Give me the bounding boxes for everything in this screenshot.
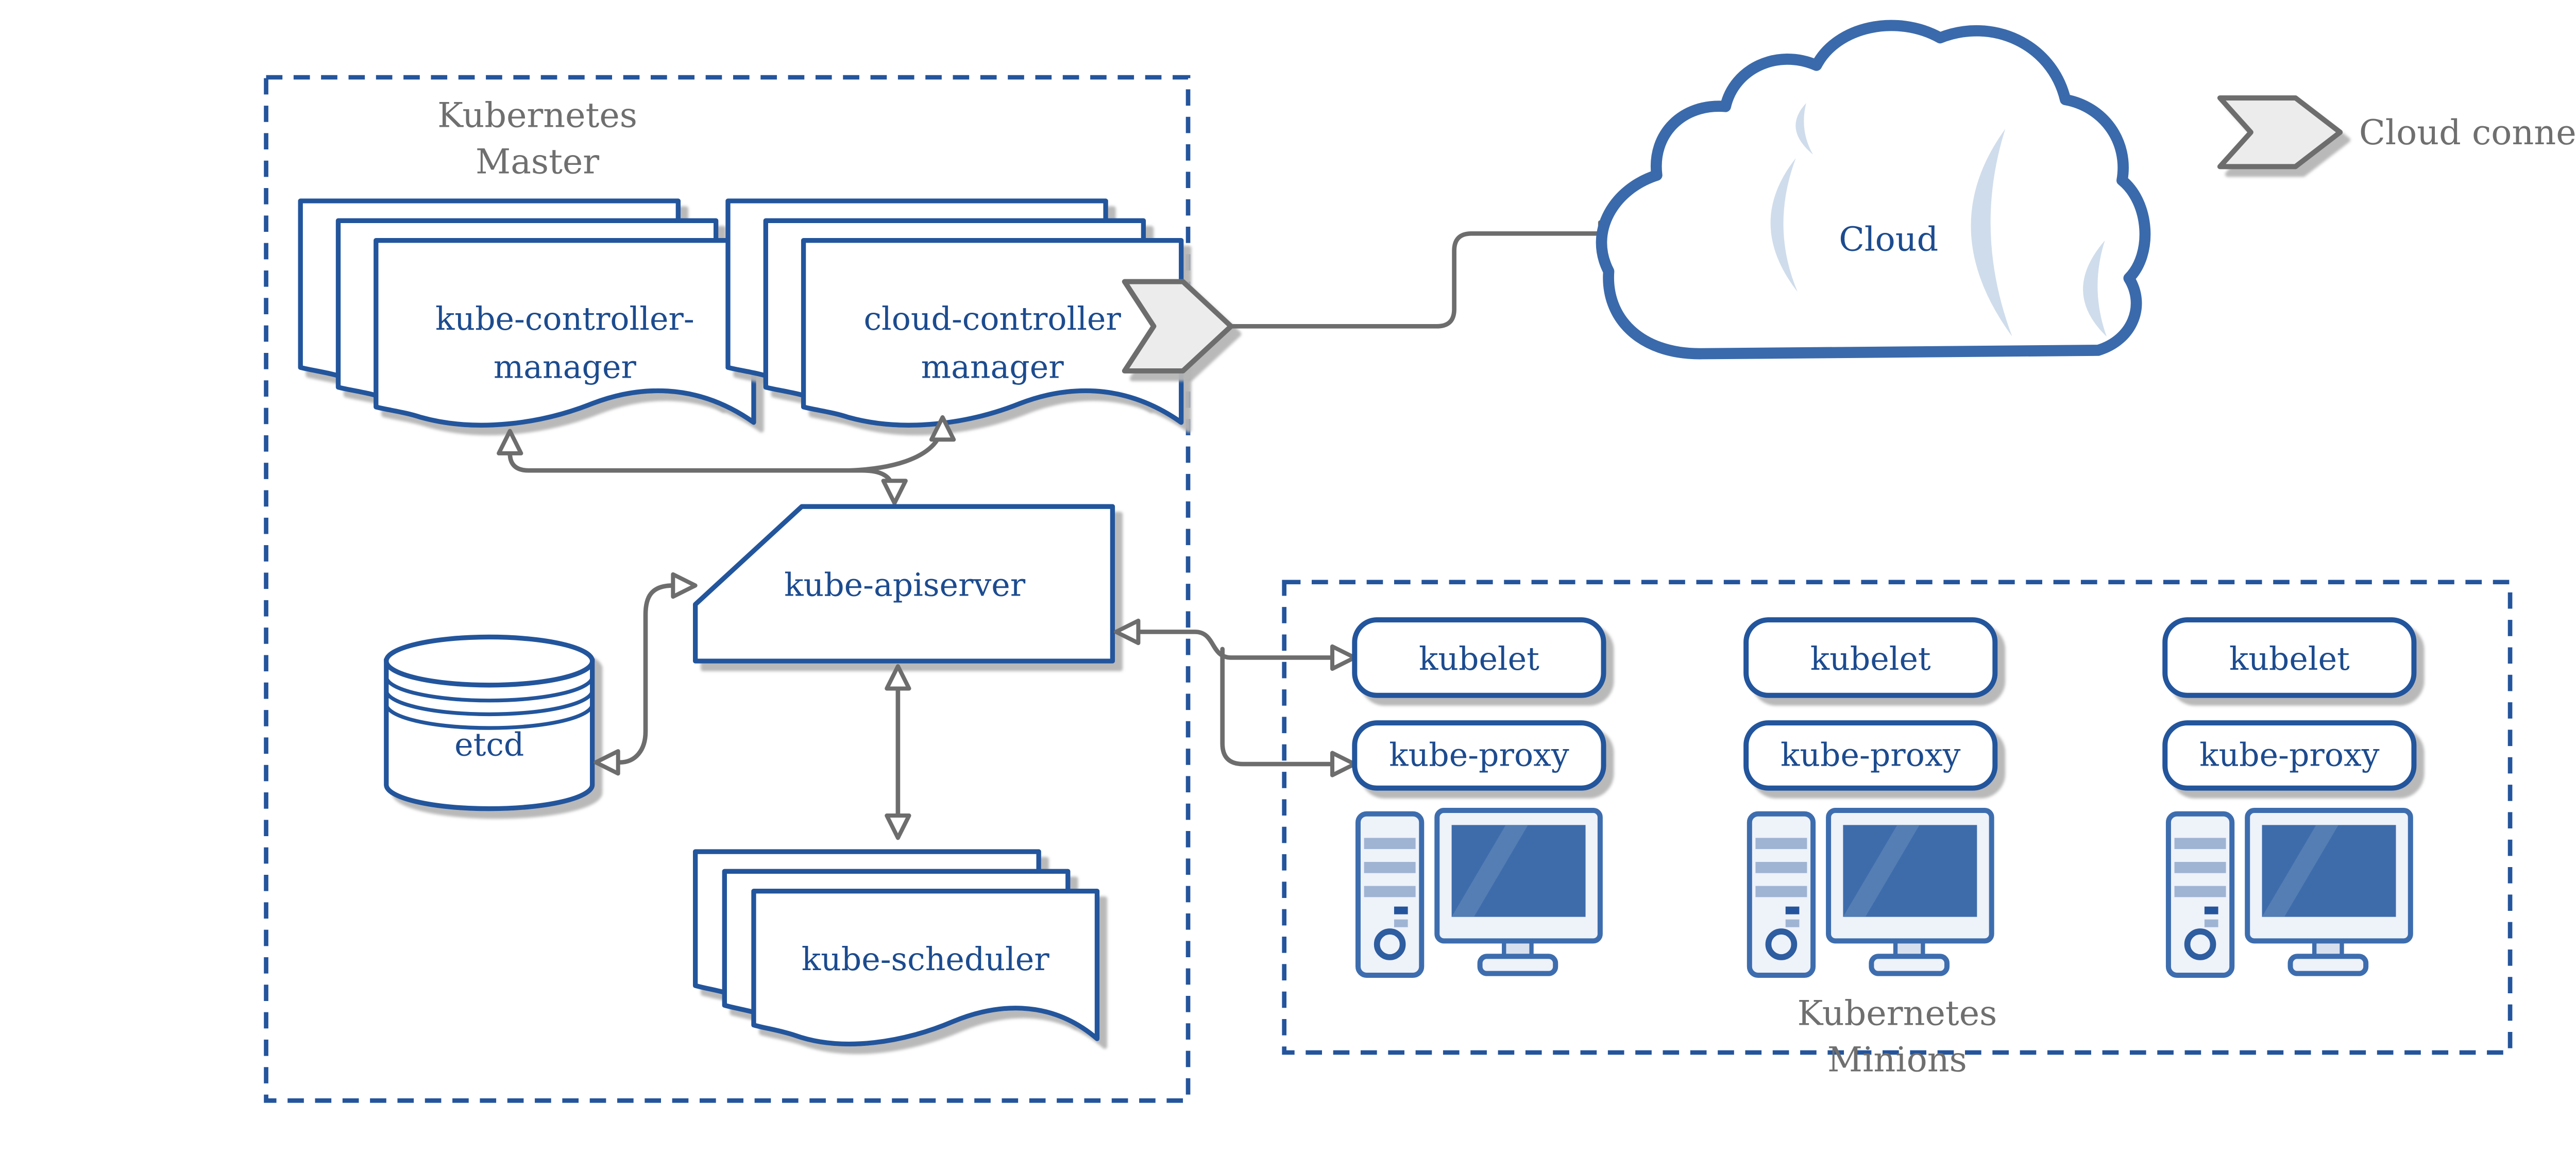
minion-node-2: kubelet kube-proxy — [1743, 617, 1998, 978]
minions-boundary-box — [1282, 580, 2513, 1055]
kubelet-box-2 — [1743, 617, 1998, 698]
kubelet-box-1 — [1352, 617, 1606, 698]
arrowhead-into-scheduler — [885, 813, 911, 840]
computer-icon-2 — [1747, 808, 1994, 978]
kubelet-box-3 — [2162, 617, 2417, 698]
cloud-shine-3 — [1971, 129, 2012, 337]
edge-apiserver-scheduler — [885, 664, 911, 840]
minions-title-line2: Minions — [1827, 1040, 1967, 1080]
arrowhead-into-apiserver-bottom — [885, 664, 911, 691]
legend: Cloud connector — [2217, 95, 2576, 169]
cloud-controller-manager-label-line1: cloud-controller — [863, 300, 1121, 337]
edge-controllers-to-apiserver — [497, 415, 956, 505]
kube-controller-manager-label-line1: kube-controller- — [435, 300, 694, 337]
kube-proxy-label-3: kube-proxy — [2199, 736, 2380, 773]
kube-proxy-box-3 — [2162, 720, 2417, 791]
computer-icon-1 — [1355, 808, 1603, 978]
arrowhead-into-kube-controller-manager — [497, 429, 523, 455]
minion-node-1: kubelet kube-proxy — [1352, 617, 1606, 978]
master-title-line1: Kubernetes — [437, 95, 637, 135]
edge-cloud-controller-to-cloud — [1230, 231, 1601, 329]
legend-cloud-connector-icon — [2217, 95, 2343, 169]
kube-proxy-box-2 — [1743, 720, 1998, 791]
cloud-shine-2 — [1770, 158, 1798, 292]
kube-proxy-label-2: kube-proxy — [1781, 736, 1961, 773]
arrowhead-into-apiserver-top — [881, 479, 908, 505]
kube-scheduler-node: kube-scheduler — [692, 849, 1100, 1047]
cloud-connector-icon — [1122, 279, 1234, 374]
edge-apiserver-to-minions — [1114, 618, 1357, 777]
arrowhead-into-kubelet-1 — [1330, 644, 1357, 671]
cloud-node: Cloud — [1596, 20, 2151, 360]
master-title-line2: Master — [476, 142, 599, 182]
cloud-label: Cloud — [1839, 221, 1938, 259]
edge-etcd-apiserver — [594, 572, 698, 776]
arrowhead-into-etcd — [594, 749, 620, 776]
etcd-node — [384, 634, 595, 811]
arrowhead-into-kube-proxy-1 — [1330, 751, 1357, 777]
kubelet-label-3: kubelet — [2229, 640, 2350, 677]
kube-controller-manager-node: kube-controller- manager — [298, 198, 756, 428]
computer-icon-3 — [2165, 808, 2413, 978]
cloud-controller-manager-label-line2: manager — [921, 348, 1064, 385]
legend-cloud-connector-label: Cloud connector — [2359, 112, 2576, 152]
cloud-shine-4 — [2083, 240, 2107, 337]
kubelet-label-2: kubelet — [1810, 640, 1931, 677]
kube-apiserver-node: kube-apiserver — [692, 504, 1115, 664]
master-boundary-box — [264, 75, 1191, 1103]
cloud-controller-manager-node: cloud-controller manager — [725, 198, 1184, 428]
kube-proxy-box-1 — [1352, 720, 1606, 791]
kube-apiserver-label: kube-apiserver — [784, 566, 1026, 603]
etcd-label: etcd — [454, 726, 524, 763]
arrowhead-into-apiserver-left — [671, 572, 698, 599]
arrowhead-into-cloud-controller-manager — [929, 415, 956, 442]
kube-proxy-label-1: kube-proxy — [1389, 736, 1569, 773]
minion-node-3: kubelet kube-proxy — [2162, 617, 2417, 978]
cloud-shine-1 — [1795, 103, 1814, 155]
minions-title-line1: Kubernetes — [1797, 993, 1997, 1033]
arrowhead-into-apiserver-right — [1114, 618, 1141, 646]
kube-controller-manager-label-line2: manager — [494, 348, 637, 385]
kube-scheduler-label: kube-scheduler — [802, 941, 1049, 978]
kubelet-label-1: kubelet — [1419, 640, 1539, 677]
